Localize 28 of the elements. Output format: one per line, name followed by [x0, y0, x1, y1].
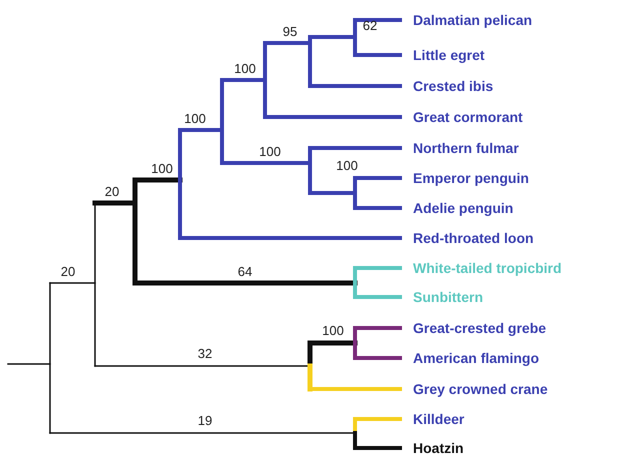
taxon-label: Great cormorant	[413, 110, 523, 124]
support-value: 100	[151, 162, 173, 175]
taxon-label: Grey crowned crane	[413, 382, 548, 396]
taxon-label: Little egret	[413, 48, 485, 62]
taxon-label: Hoatzin	[413, 441, 464, 455]
taxon-label: Red-throated loon	[413, 231, 534, 245]
taxon-label: Great-crested grebe	[413, 321, 546, 335]
taxon-label: Killdeer	[413, 412, 464, 426]
support-value: 100	[234, 62, 256, 75]
taxon-label: Emperor penguin	[413, 171, 529, 185]
support-value: 20	[104, 185, 120, 198]
taxon-label: Adelie penguin	[413, 201, 514, 215]
support-value: 20	[60, 265, 76, 278]
support-value: 95	[282, 25, 298, 38]
support-value: 100	[322, 324, 344, 337]
support-value: 32	[198, 347, 212, 360]
support-value: 100	[336, 159, 358, 172]
taxon-label: Dalmatian pelican	[413, 13, 532, 27]
support-value: 19	[198, 414, 212, 427]
taxon-label: Sunbittern	[413, 290, 483, 304]
support-value: 100	[259, 145, 281, 158]
taxon-label: White-tailed tropicbird	[413, 261, 562, 275]
support-value: 62	[362, 19, 378, 32]
taxon-label: Crested ibis	[413, 79, 494, 93]
support-value: 64	[238, 265, 252, 278]
support-value: 100	[184, 112, 206, 125]
taxon-label: American flamingo	[413, 351, 540, 365]
taxon-label: Northern fulmar	[413, 141, 519, 155]
